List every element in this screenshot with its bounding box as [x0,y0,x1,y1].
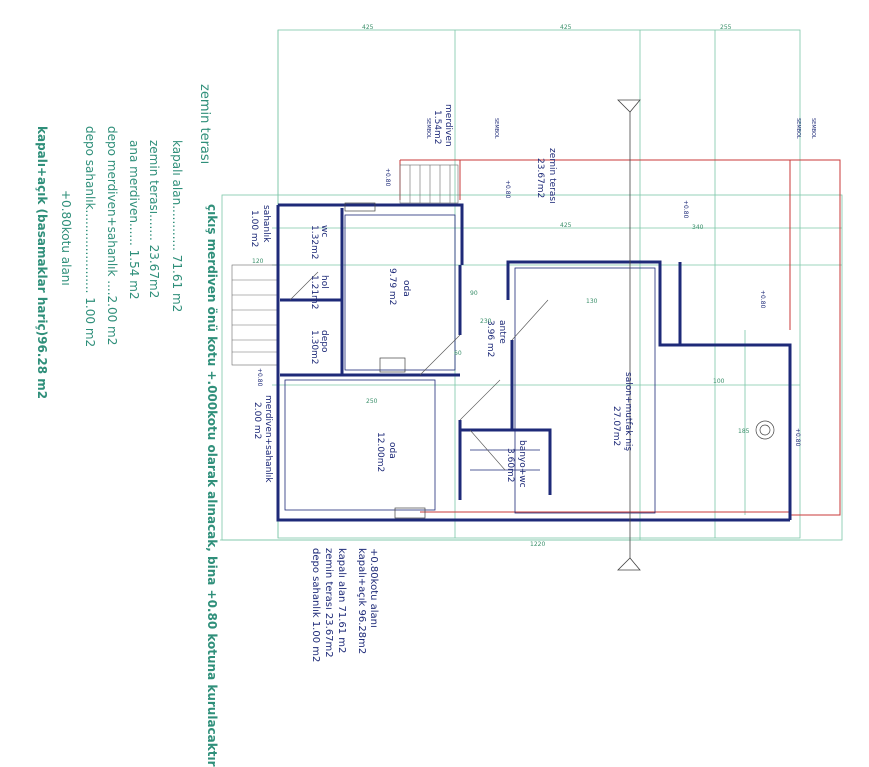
level-tag: +0.80 [256,368,263,387]
room-banyo-area: 3.60m2 [505,448,515,483]
level-tag: +0.80 [682,200,689,219]
room-hol: hol [319,275,329,289]
dim-130: 130 [586,298,598,305]
sembol-marker: SEMBOL [810,118,816,139]
summary-depo-sahanlik-area: depo sahanlık...................... 1.00… [83,126,97,348]
dim-top-2: 425 [560,24,572,31]
lower-summary-line: kapalı+açık 96.28m2 [356,548,367,655]
main-stair [399,164,459,204]
lower-summary-line: zemin terası 23.67m2 [323,548,334,658]
summary-closed-area: kapalı alan............ 71.61 m2 [170,140,184,313]
room-depo: depo [319,330,329,353]
dim-120: 120 [252,258,264,265]
dim-bottom: 1220 [530,541,546,548]
dim-185: 185 [738,428,750,435]
room-salon-area: 27.07m2 [611,406,621,447]
fixtures [344,202,775,519]
level-tag: +0.80 [504,180,511,199]
depo-stair [231,264,278,366]
summary-title: zemin terası [197,84,212,165]
summary-depo-stair-area: depo merdiven+sahanlık ....2.00 m2 [105,126,119,346]
door-swings [289,271,549,471]
sembol-marker: SEMBOL [493,118,499,139]
room-oda-2: oda [387,442,397,459]
room-wc-area: 1.32m2 [309,225,319,260]
dim-90: 90 [470,290,478,297]
summary-terrace-area: zemin terası....... 23.67m2 [147,140,161,299]
summary-total: kapalı+açık (basamaklar hariç)96.28 m2 [35,126,49,400]
room-merdiven: merdiven [443,104,453,147]
summary-stair-area: ana merdiven...... 1.54 m2 [127,140,141,300]
room-antre-area: 3.96 m2 [485,320,495,358]
lower-summary-line: kapalı alan 71.61 m2 [336,548,347,654]
room-zemin-terasi-area: 23.67m2 [535,158,545,199]
lower-summary-line: +0.80kotu alanı [368,548,379,628]
dim-100: 100 [713,378,725,385]
room-sahanlik-area: 1.00 m2 [249,210,259,248]
level-tag: +0.80 [794,428,801,447]
dim-425: 425 [560,222,572,229]
room-oda-2-area: 12.00m2 [375,432,385,473]
dim-340: 340 [692,224,704,231]
walls [276,203,792,522]
inner-lines [284,214,656,514]
construction-note: çıkış merdiven önü kotu +.000kotu olarak… [205,204,219,767]
room-merdiven-sahanlik-area: 2.00 m2 [252,402,262,440]
room-wc: wc [319,225,329,238]
level-tag: +0.80 [384,168,391,187]
terrace-outline [399,159,841,516]
room-oda-1-area: 9.79 m2 [387,268,397,306]
room-depo-area: 1.30m2 [309,330,319,365]
room-sahanlik: sahanlık [261,205,271,243]
room-merdiven-sahanlik: merdiven+sahanlık [263,395,273,483]
room-antre: antre [497,320,507,344]
level-tag: +0.80 [759,290,766,309]
sembol-marker: SEMBOL [795,118,801,139]
dim-250: 250 [366,398,378,405]
lower-summary-line: depo sahanlık 1.00 m2 [310,548,321,663]
room-salon: salon+mutfak niş [623,372,633,452]
room-oda-1: oda [401,280,411,297]
dim-230: 230 [480,318,492,325]
room-hol-area: 1.21m2 [309,275,319,310]
summary-level: +0.80kotu alanı [59,190,73,286]
room-banyo: banyo+wc [517,440,527,488]
room-zemin-terasi: zemin terası [547,148,557,204]
floor-plan-drawing [220,29,843,571]
dim-60: 60 [454,350,462,357]
sembol-marker: SEMBOL [425,118,431,139]
dim-top-1: 425 [362,24,374,31]
room-merdiven-area: 1.54m2 [432,110,442,145]
dim-top-3: 255 [720,24,732,31]
section-line [617,99,641,571]
